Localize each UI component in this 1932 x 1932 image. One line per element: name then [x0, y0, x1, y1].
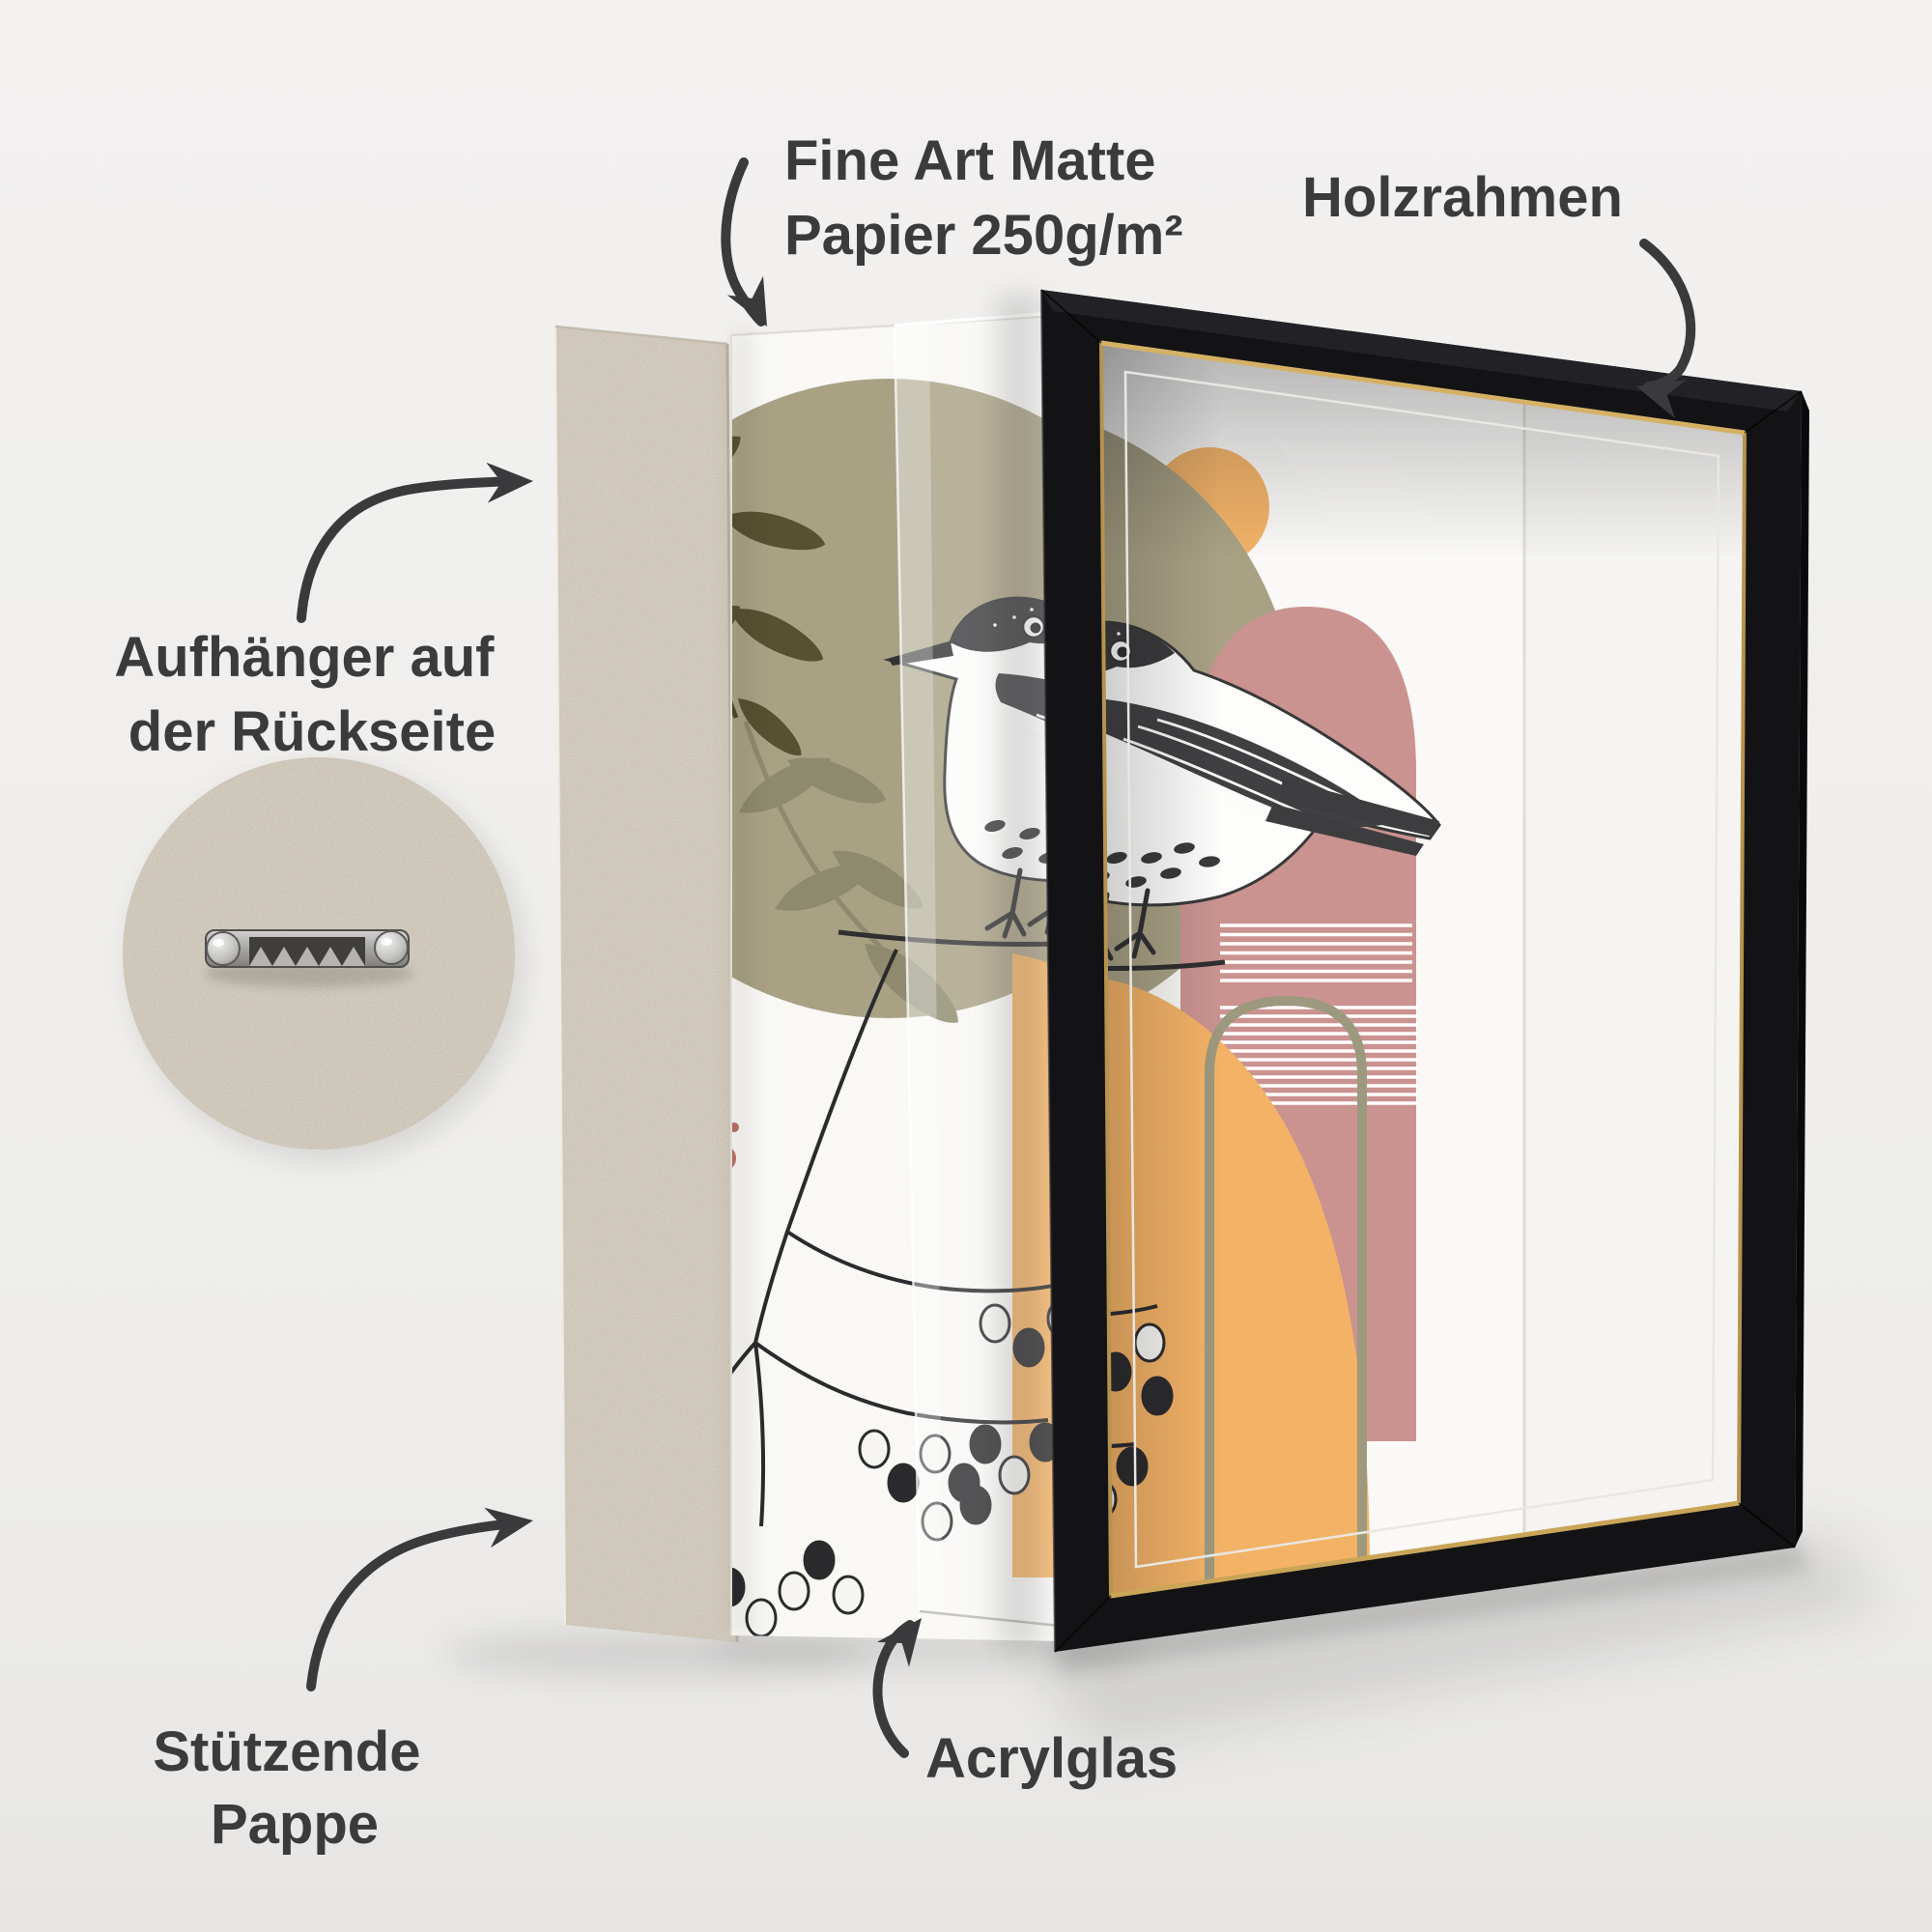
- curved-arrow-paper-icon: [721, 157, 785, 336]
- hanger-detail-badge: [123, 757, 524, 1160]
- curved-arrow-hanger-icon: [297, 461, 534, 623]
- label-cardboard: Stützende Pappe: [153, 1720, 436, 1856]
- wooden-frame: [1040, 289, 1809, 1653]
- label-paper: Fine Art Matte Papier 250g/m²: [784, 129, 1183, 267]
- curved-arrow-acrylic-icon: [872, 1605, 938, 1758]
- sawtooth-hanger-icon: [205, 929, 413, 987]
- label-acrylic: Acrylglas: [925, 1727, 1178, 1790]
- curved-arrow-cardboard-icon: [306, 1500, 537, 1691]
- cardboard-layer: [554, 325, 739, 1643]
- annotation-arrows: [297, 157, 1696, 1758]
- label-frame: Holzrahmen: [1302, 166, 1623, 229]
- paper-layer: [730, 310, 1122, 1642]
- frame-cast-shadow: [997, 295, 1041, 1647]
- curved-arrow-frame-icon: [1631, 239, 1696, 419]
- label-hanger: Aufhänger auf der Rückseite: [114, 626, 509, 763]
- frame-artwork: [1101, 343, 1745, 1596]
